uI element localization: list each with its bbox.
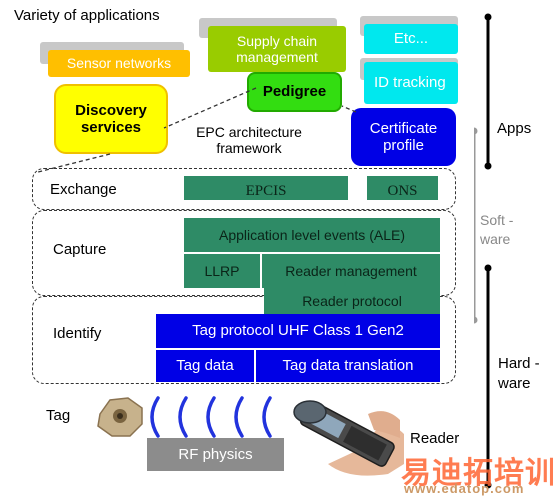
pedigree-box: Pedigree <box>247 72 342 112</box>
tag-protocol-box: Tag protocol UHF Class 1 Gen2 <box>156 314 440 348</box>
capture-layer-label: Capture <box>53 241 107 258</box>
llrp-box: LLRP <box>184 254 260 288</box>
identify-layer <box>32 296 456 384</box>
watermark-brand: 易迪拓培训 <box>401 457 553 490</box>
rf-physics-box: RF physics <box>147 438 284 471</box>
identify-layer-label: Identify <box>53 325 102 342</box>
supply-chain-box: Supply chain management <box>208 26 346 72</box>
ons-box: ONS <box>367 176 438 200</box>
diagram-heading: Variety of applications <box>14 7 160 24</box>
id-tracking-box: ID tracking <box>364 62 458 104</box>
watermark-url: www.edatop.com <box>404 481 525 496</box>
capture-layer <box>32 210 456 296</box>
tag-data-translation-box: Tag data translation <box>256 350 440 382</box>
reader-label: Reader <box>410 430 460 447</box>
sensor-networks-box: Sensor networks <box>48 50 190 77</box>
rfid-reader-icon <box>293 400 404 476</box>
tag-data-box: Tag data <box>156 350 254 382</box>
rf-waves-icon <box>150 396 272 438</box>
discovery-services-box: Discovery services <box>54 84 168 154</box>
reader-management-box: Reader management <box>262 254 440 288</box>
sidebar-brackets <box>474 13 492 489</box>
apps-side-label: Apps <box>497 120 532 137</box>
ale-box: Application level events (ALE) <box>184 218 440 252</box>
tag-label: Tag <box>46 407 71 424</box>
exchange-layer-label: Exchange <box>50 181 117 198</box>
reader-protocol-box: Reader protocol <box>264 286 440 316</box>
epcis-box: EPCIS <box>184 176 348 200</box>
hardware-side-label: Hard -ware <box>498 355 540 393</box>
certificate-profile-box: Certificate profile <box>351 108 456 166</box>
exchange-layer <box>32 168 456 210</box>
rfid-tag-icon <box>97 397 143 437</box>
software-side-label: Soft -ware <box>480 212 514 247</box>
etc-box: Etc... <box>364 24 458 54</box>
epc-framework-label: EPC architecture framework <box>196 123 302 156</box>
